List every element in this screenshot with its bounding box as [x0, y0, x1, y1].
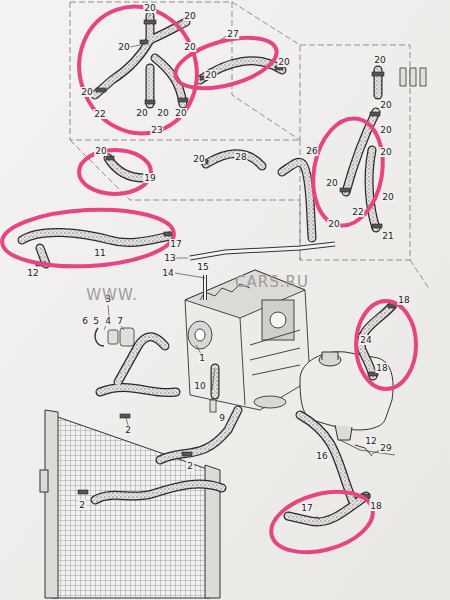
callout-number: 18 — [397, 295, 410, 305]
callout-number: 20 — [135, 108, 148, 118]
callout-number: 10 — [193, 381, 206, 391]
callout-number: 20 — [379, 147, 392, 157]
callout-number: 5 — [92, 316, 100, 326]
callout-number: 24 — [359, 335, 372, 345]
radiator — [40, 410, 220, 598]
callout-number: 20 — [277, 57, 290, 67]
callout-number: 17 — [300, 503, 313, 513]
callout-number: 2 — [186, 461, 194, 471]
callout-number: 18 — [369, 501, 382, 511]
callout-number: 2 — [78, 500, 86, 510]
coolant-hoses — [22, 16, 392, 522]
callout-number: 18 — [375, 363, 388, 373]
engine-block — [185, 270, 310, 410]
callout-number: 20 — [327, 219, 340, 229]
callout-number: 20 — [156, 108, 169, 118]
callout-number: 14 — [161, 268, 174, 278]
leader-lines — [104, 13, 380, 520]
callout-number: 20 — [379, 125, 392, 135]
callout-number: 20 — [117, 42, 130, 52]
callout-number: 20 — [174, 108, 187, 118]
small-parts — [95, 68, 426, 450]
callout-number: 28 — [234, 152, 247, 162]
callout-number: 21 — [381, 231, 394, 241]
callout-number: 20 — [325, 178, 338, 188]
callout-number: 22 — [93, 109, 106, 119]
callout-number: 29 — [379, 443, 392, 453]
callout-number: 23 — [150, 125, 163, 135]
callout-number: 20 — [379, 100, 392, 110]
callout-number: 12 — [26, 268, 39, 278]
callout-number: 20 — [183, 42, 196, 52]
callout-number: 15 — [196, 262, 209, 272]
hose-clamps — [36, 20, 396, 498]
watermark-text: WWW. — [86, 287, 138, 303]
expansion-tank — [300, 352, 395, 456]
callout-number: 13 — [163, 253, 176, 263]
callout-number: 27 — [226, 29, 239, 39]
callout-number: 1 — [198, 353, 206, 363]
callout-number: 26 — [305, 146, 318, 156]
watermark-text: CARS.RU — [235, 274, 309, 290]
callout-number: 20 — [381, 192, 394, 202]
callout-number: 20 — [94, 146, 107, 156]
callout-number: 19 — [143, 173, 156, 183]
metal-pipes — [190, 244, 335, 300]
callout-number: 6 — [81, 316, 89, 326]
callout-number: 20 — [373, 55, 386, 65]
callout-number: 20 — [80, 87, 93, 97]
callout-number: 22 — [351, 207, 364, 217]
highlight-circles — [1, 0, 416, 563]
callout-number: 20 — [183, 11, 196, 21]
callout-number: 9 — [218, 413, 226, 423]
callout-number: 12 — [364, 436, 377, 446]
callout-number: 7 — [116, 316, 124, 326]
callout-number: 20 — [192, 154, 205, 164]
callout-number: 17 — [169, 239, 182, 249]
callout-number: 20 — [204, 70, 217, 80]
callout-number: 2 — [124, 425, 132, 435]
callout-number: 4 — [104, 316, 112, 326]
callout-number: 20 — [143, 3, 156, 13]
callout-number: 11 — [93, 248, 106, 258]
callout-number: 16 — [315, 451, 328, 461]
